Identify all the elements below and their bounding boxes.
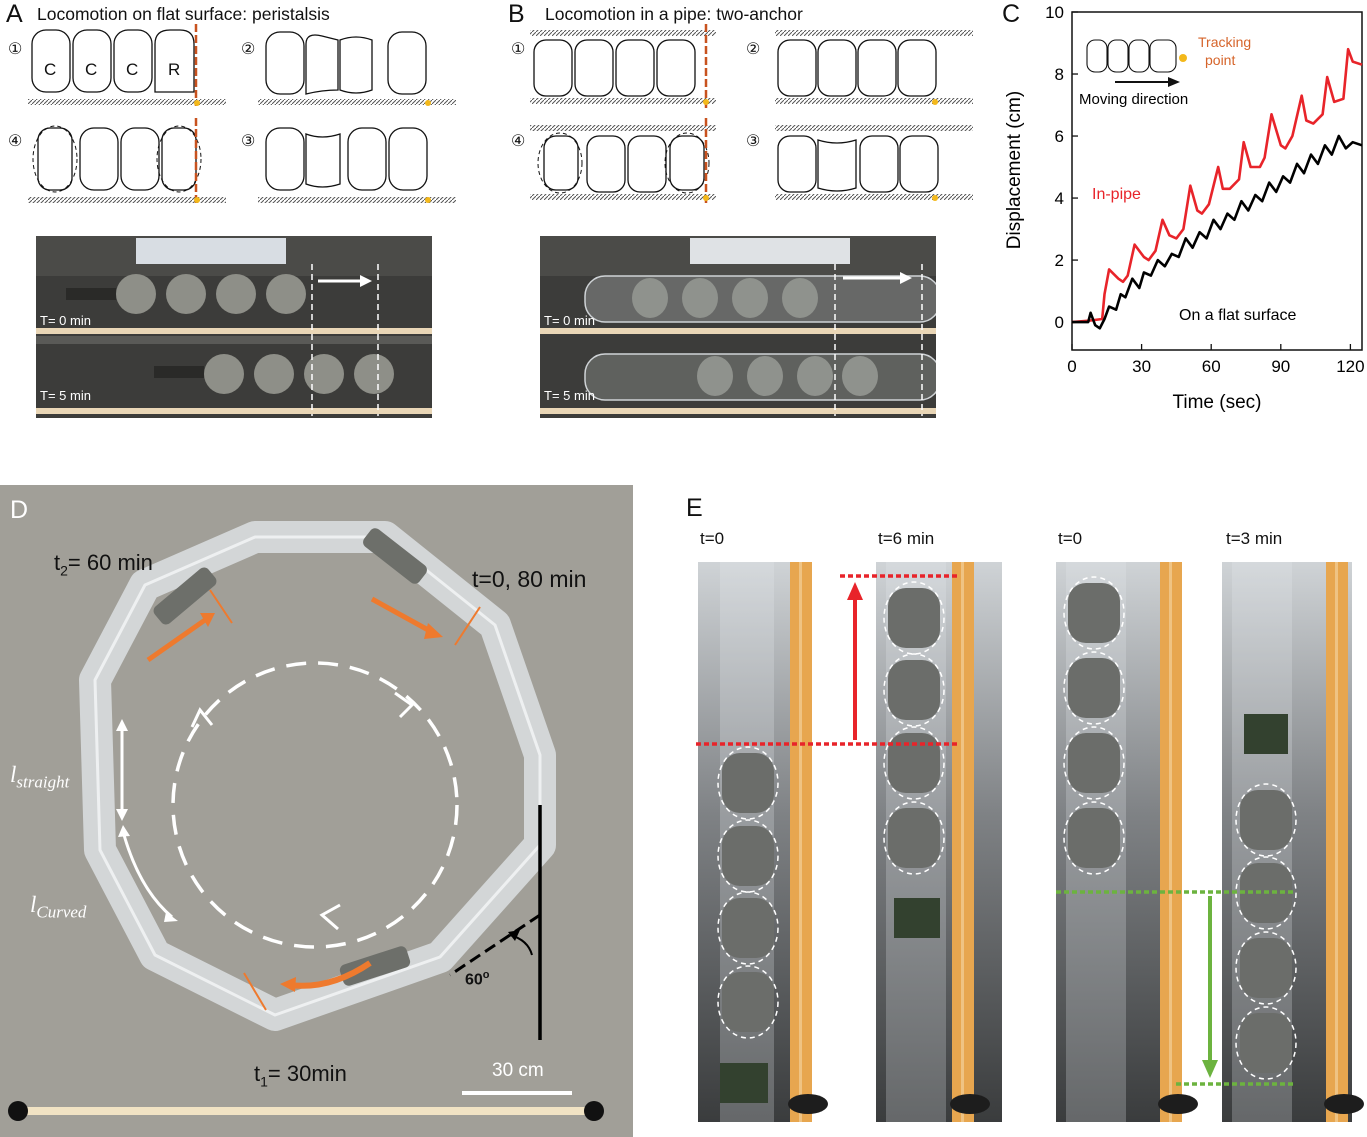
panel-a-title: Locomotion on flat surface: peristalsis bbox=[37, 4, 330, 24]
x-tick-label: 0 bbox=[1067, 357, 1076, 376]
y-tick-label: 0 bbox=[1055, 313, 1064, 332]
tracking-point-dot bbox=[1179, 54, 1187, 62]
panel-b-time-5: T= 5 min bbox=[544, 388, 595, 403]
in-pipe-label: In-pipe bbox=[1092, 186, 1141, 203]
panel-b-step-4: ④ bbox=[511, 133, 526, 150]
angle-value: 60 bbox=[465, 971, 483, 989]
segment-label-4: R bbox=[168, 60, 181, 79]
angle-degree: o bbox=[482, 969, 490, 981]
angle-label: 60o bbox=[465, 969, 490, 989]
t2-sub: 2 bbox=[60, 562, 68, 579]
step-1-robot bbox=[28, 24, 226, 106]
panel-b-photo bbox=[540, 236, 936, 418]
l-straight-l: l bbox=[10, 762, 17, 787]
x-tick-label: 60 bbox=[1202, 357, 1221, 376]
panel-e-label-2: t=6 min bbox=[878, 529, 935, 548]
series-in-pipe-line bbox=[1071, 47, 1363, 324]
panel-a-photo bbox=[36, 236, 432, 418]
y-tick-label: 2 bbox=[1055, 251, 1064, 270]
chart-xlabel: Time (sec) bbox=[1172, 392, 1261, 413]
segment-label-1: C bbox=[44, 60, 57, 79]
segment-label-3: C bbox=[126, 60, 139, 79]
l-straight-label: lstraight bbox=[10, 762, 69, 793]
panel-a-letter: A bbox=[6, 0, 23, 28]
x-tick-label: 120 bbox=[1336, 357, 1364, 376]
step-3-robot bbox=[258, 127, 456, 203]
segment-label-2: C bbox=[85, 60, 98, 79]
panel-e-label-4: t=3 min bbox=[1226, 529, 1283, 548]
y-tick-label: 8 bbox=[1055, 65, 1064, 84]
tracking-inset-robot bbox=[1086, 39, 1187, 87]
t2-t: t bbox=[54, 550, 61, 575]
step-3-label: ③ bbox=[241, 133, 256, 150]
chart-ylabel: Displacement (cm) bbox=[1004, 91, 1025, 249]
panel-a-time-5: T= 5 min bbox=[40, 388, 91, 403]
l-curved-label: lCurved bbox=[30, 892, 86, 923]
t2-rest: = 60 min bbox=[67, 550, 153, 575]
panel-b-schematic bbox=[530, 24, 973, 204]
displacement-chart: 0 30 60 90 120 0 2 4 6 8 10 Displacement (cm) Time… bbox=[1004, 3, 1365, 413]
panel-b-letter: B bbox=[508, 0, 525, 28]
panel-e-letter: E bbox=[686, 494, 703, 522]
l-straight-sub: straight bbox=[16, 772, 70, 792]
tracking-label-1: Tracking bbox=[1198, 34, 1251, 50]
panel-b-step-1: ① bbox=[511, 41, 526, 58]
t1-t: t bbox=[254, 1061, 261, 1086]
t1-label: t1= 30min bbox=[254, 1061, 347, 1089]
step-4-label: ④ bbox=[8, 133, 23, 150]
t1-rest: = 30min bbox=[267, 1061, 347, 1086]
panel-e-label-3: t=0 bbox=[1058, 529, 1083, 548]
y-tick-label: 6 bbox=[1055, 127, 1064, 146]
x-tick-label: 30 bbox=[1132, 357, 1151, 376]
t2-label: t2= 60 min bbox=[54, 550, 153, 578]
step-1-label: ① bbox=[8, 41, 23, 58]
step-2-label: ② bbox=[241, 41, 256, 58]
step-2-robot bbox=[258, 31, 456, 106]
y-tick-label: 10 bbox=[1045, 3, 1064, 22]
panel-b-title: Locomotion in a pipe: two-anchor bbox=[545, 4, 803, 24]
panel-a-time-0: T= 0 min bbox=[40, 313, 91, 328]
panel-b-time-0: T= 0 min bbox=[544, 313, 595, 328]
series-flat-surface-line bbox=[1072, 134, 1363, 330]
t1-sub: 1 bbox=[260, 1073, 268, 1090]
chart-plot-frame bbox=[1071, 11, 1363, 351]
y-tick-label: 4 bbox=[1055, 189, 1064, 208]
panel-c-letter: C bbox=[1002, 0, 1021, 28]
x-tick-label: 90 bbox=[1271, 357, 1290, 376]
moving-direction-label: Moving direction bbox=[1079, 91, 1188, 108]
panel-e-label-1: t=0 bbox=[700, 529, 725, 548]
panel-b-step-2: ② bbox=[746, 41, 761, 58]
l-curved-sub: Curved bbox=[36, 902, 87, 922]
tracking-label-2: point bbox=[1205, 52, 1235, 68]
l-curved-l: l bbox=[30, 892, 37, 917]
t0-label: t=0, 80 min bbox=[472, 566, 587, 592]
panel-a-schematic bbox=[28, 24, 456, 205]
panel-b-step-3: ③ bbox=[746, 133, 761, 150]
panel-d-photo bbox=[0, 485, 633, 1137]
panel-d-letter: D bbox=[10, 496, 29, 524]
flat-surface-label: On a flat surface bbox=[1179, 307, 1296, 324]
scale-bar-label: 30 cm bbox=[492, 1060, 544, 1081]
step-4-robot bbox=[28, 118, 226, 205]
panel-e-photos bbox=[696, 562, 1364, 1122]
